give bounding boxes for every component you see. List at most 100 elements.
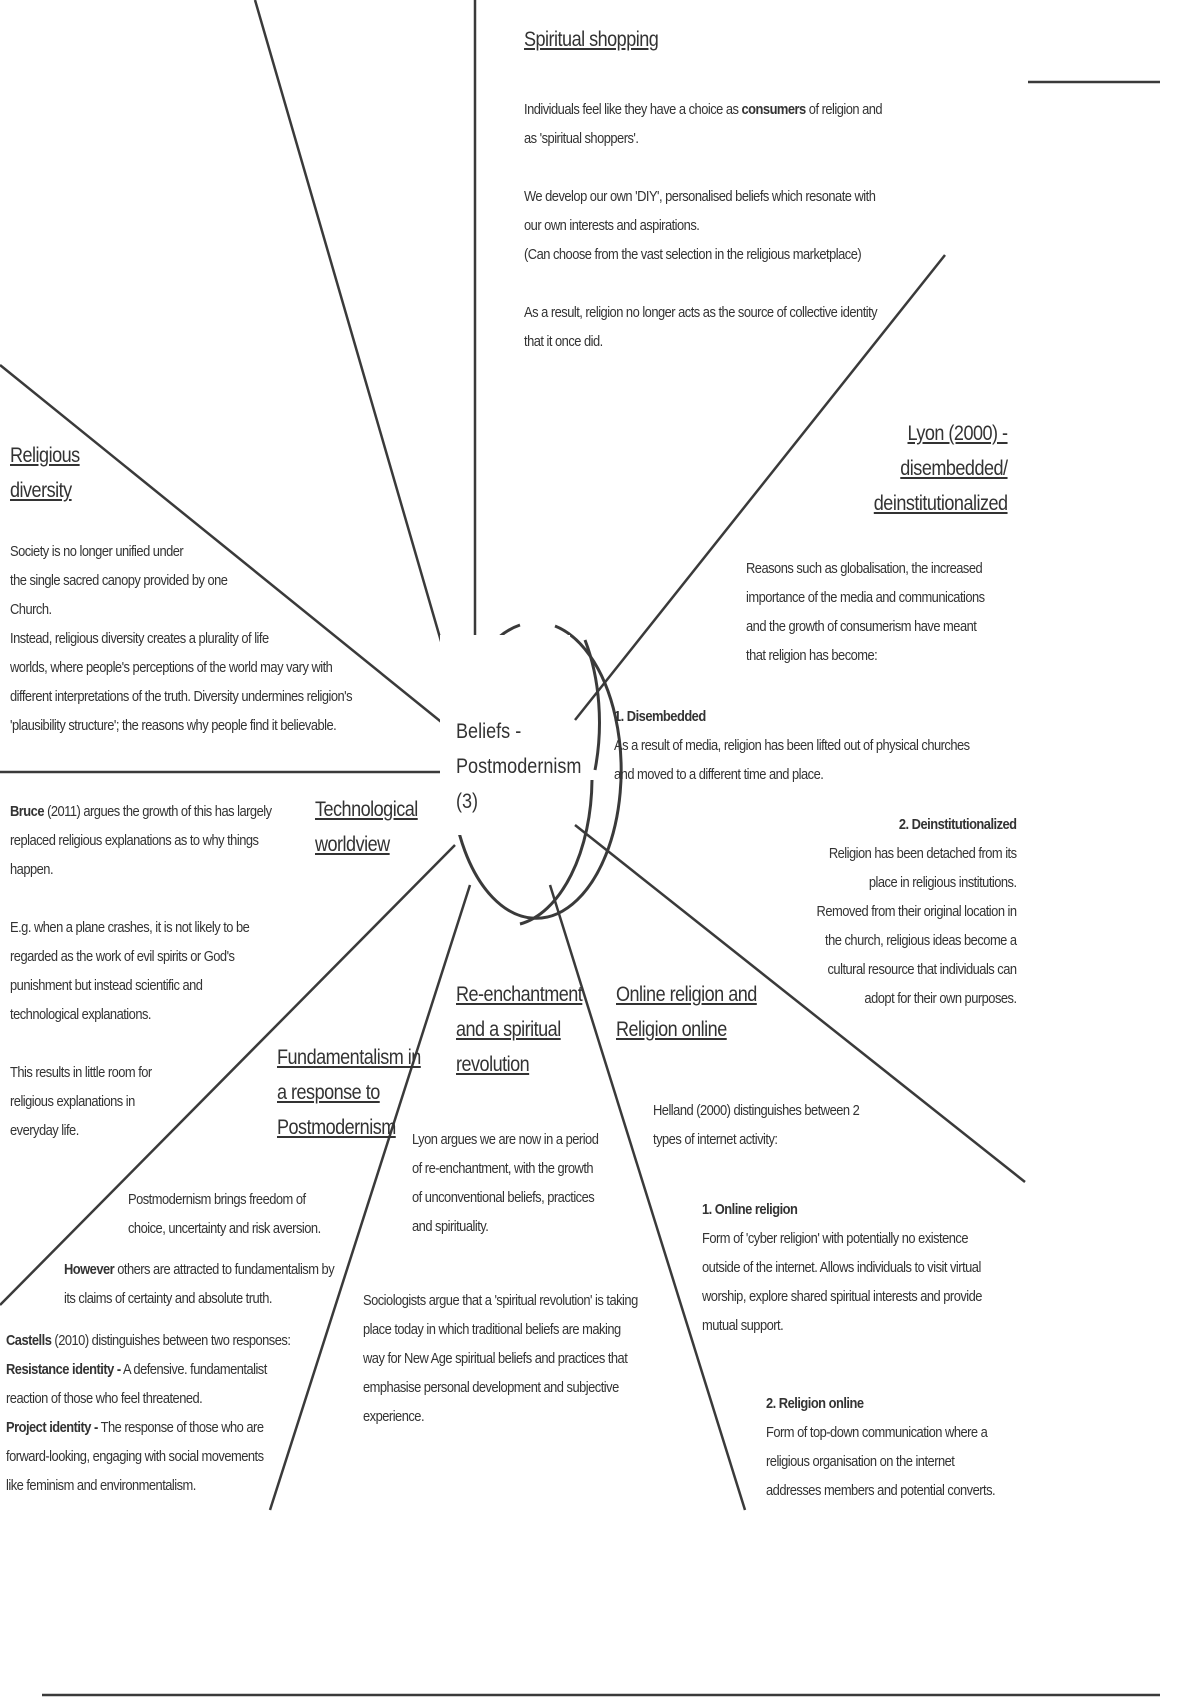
heading-religious-diversity: Religious diversity bbox=[10, 438, 80, 508]
bold-text: 1. Online religion bbox=[702, 1201, 798, 1218]
center-line: Postmodernism bbox=[456, 755, 582, 778]
heading-spiritual-shopping: Spiritual shopping bbox=[524, 28, 659, 51]
text: As a result, religion no longer acts as … bbox=[524, 304, 878, 321]
heading-line: Lyon (2000) - bbox=[907, 422, 1009, 445]
bold-text: 2. Religion online bbox=[766, 1395, 864, 1412]
text: importance of the media and communicatio… bbox=[746, 589, 985, 606]
text: like feminism and environmentalism. bbox=[6, 1477, 196, 1494]
heading-technological-worldview: Technological worldview bbox=[315, 792, 418, 862]
online-intro: Helland (2000) distinguishes between 2 t… bbox=[653, 1096, 860, 1154]
text: mutual support. bbox=[702, 1317, 784, 1334]
text: (2011) argues the growth of this has lar… bbox=[43, 803, 272, 820]
text: addresses members and potential converts… bbox=[766, 1482, 996, 1499]
bold-text: 1. Disembedded bbox=[614, 708, 706, 725]
text: replaced religious explanations as to wh… bbox=[10, 832, 259, 849]
heading-line: Online religion and bbox=[616, 983, 757, 1006]
heading-fundamentalism: Fundamentalism in a response to Postmode… bbox=[277, 1040, 421, 1145]
text: of religion and bbox=[805, 101, 883, 118]
lyon-disembedded: 1. Disembedded As a result of media, rel… bbox=[614, 702, 970, 789]
branch-line bbox=[0, 364, 446, 726]
online-religion-text: 1. Online religion Form of 'cyber religi… bbox=[702, 1195, 982, 1340]
text: experience. bbox=[363, 1408, 425, 1425]
heading-line: Postmodernism bbox=[277, 1116, 396, 1139]
text: Lyon argues we are now in a period bbox=[412, 1131, 599, 1148]
text: Instead, religious diversity creates a p… bbox=[10, 630, 269, 647]
text: worship, explore shared spiritual intere… bbox=[702, 1288, 982, 1305]
branch-line bbox=[548, 884, 747, 1511]
text: and moved to a different time and place. bbox=[614, 766, 824, 783]
text: punishment but instead scientific and bbox=[10, 977, 203, 994]
text: and the growth of consumerism have meant bbox=[746, 618, 977, 635]
text: (2010) distinguishes between two respons… bbox=[51, 1332, 291, 1349]
center-line: (3) bbox=[456, 790, 479, 813]
text: Form of 'cyber religion' with potentiall… bbox=[702, 1230, 969, 1247]
text: that religion has become: bbox=[746, 647, 878, 664]
branch-line bbox=[574, 824, 1026, 1183]
spiritual-shopping-text: Individuals feel like they have a choice… bbox=[524, 95, 883, 356]
fundamentalism-p1: Postmodernism brings freedom of choice, … bbox=[128, 1185, 321, 1243]
text: (Can choose from the vast selection in t… bbox=[524, 246, 862, 263]
text: Helland (2000) distinguishes between 2 bbox=[653, 1102, 860, 1119]
text: our own interests and aspirations. bbox=[524, 217, 700, 234]
text: the church, religious ideas become a bbox=[825, 932, 1017, 949]
heading-online-religion: Online religion and Religion online bbox=[616, 977, 757, 1047]
religion-online-text: 2. Religion online Form of top-down comm… bbox=[766, 1389, 996, 1505]
text: Individuals feel like they have a choice… bbox=[524, 101, 742, 118]
text: Removed from their original location in bbox=[816, 903, 1018, 920]
bold-text: Bruce bbox=[10, 803, 45, 820]
heading-line: Re-enchantment bbox=[456, 983, 583, 1006]
text: Reasons such as globalisation, the incre… bbox=[746, 560, 983, 577]
text: place in religious institutions. bbox=[869, 874, 1017, 891]
heading-re-enchantment: Re-enchantment and a spiritual revolutio… bbox=[456, 977, 583, 1082]
bold-text: Project identity - bbox=[6, 1419, 98, 1436]
text: and spirituality. bbox=[412, 1218, 489, 1235]
text: that it once did. bbox=[524, 333, 603, 350]
text: Sociologists argue that a 'spiritual rev… bbox=[363, 1292, 638, 1309]
text: E.g. when a plane crashes, it is not lik… bbox=[10, 919, 250, 936]
lyon-intro: Reasons such as globalisation, the incre… bbox=[746, 554, 985, 670]
heading-line: Religion online bbox=[616, 1018, 727, 1041]
text: reaction of those who feel threatened. bbox=[6, 1390, 203, 1407]
text: We develop our own 'DIY', personalised b… bbox=[524, 188, 876, 205]
text: adopt for their own purposes. bbox=[864, 990, 1018, 1007]
text: outside of the internet. Allows individu… bbox=[702, 1259, 981, 1276]
heading-lyon: Lyon (2000) - disembedded/ deinstitution… bbox=[874, 416, 1008, 521]
branch-line bbox=[268, 884, 472, 1511]
text: forward-looking, engaging with social mo… bbox=[6, 1448, 264, 1465]
text: types of internet activity: bbox=[653, 1131, 778, 1148]
branch-line bbox=[574, 254, 946, 721]
castells-text: Castells (2010) distinguishes between tw… bbox=[6, 1326, 291, 1500]
text: regarded as the work of evil spirits or … bbox=[10, 948, 235, 965]
text: Form of top-down communication where a bbox=[766, 1424, 988, 1441]
re-enchantment-p2: Sociologists argue that a 'spiritual rev… bbox=[363, 1286, 638, 1431]
text: This results in little room for bbox=[10, 1064, 152, 1081]
text: Postmodernism brings freedom of bbox=[128, 1191, 306, 1208]
text: emphasise personal development and subje… bbox=[363, 1379, 619, 1396]
center-line: Beliefs - bbox=[456, 720, 522, 743]
re-enchantment-p1: Lyon argues we are now in a period of re… bbox=[412, 1125, 599, 1241]
text: 'plausibility structure'; the reasons wh… bbox=[10, 717, 337, 734]
text: happen. bbox=[10, 861, 54, 878]
heading-line: worldview bbox=[315, 833, 390, 856]
text: the single sacred canopy provided by one bbox=[10, 572, 228, 589]
text: religious explanations in bbox=[10, 1093, 135, 1110]
center-ellipse-right-arc bbox=[583, 639, 601, 771]
heading-line: Fundamentalism in bbox=[277, 1046, 421, 1069]
text: technological explanations. bbox=[10, 1006, 152, 1023]
tech-text: Bruce (2011) argues the growth of this h… bbox=[10, 797, 272, 1145]
text: its claims of certainty and absolute tru… bbox=[64, 1290, 272, 1307]
heading-line: deinstitutionalized bbox=[874, 492, 1008, 515]
text: of re-enchantment, with the growth bbox=[412, 1160, 594, 1177]
text: Religion has been detached from its bbox=[829, 845, 1017, 862]
text: as 'spiritual shoppers'. bbox=[524, 130, 639, 147]
heading-line: Religious bbox=[10, 444, 80, 467]
bold-text: Resistance identity - bbox=[6, 1361, 121, 1378]
center-topic: Beliefs - Postmodernism (3) bbox=[456, 714, 581, 819]
text: religious organisation on the internet bbox=[766, 1453, 955, 1470]
text: Society is no longer unified under bbox=[10, 543, 184, 560]
heading-line: and a spiritual bbox=[456, 1018, 561, 1041]
text: place today in which traditional beliefs… bbox=[363, 1321, 621, 1338]
text: Church. bbox=[10, 601, 52, 618]
text: different interpretations of the truth. … bbox=[10, 688, 353, 705]
